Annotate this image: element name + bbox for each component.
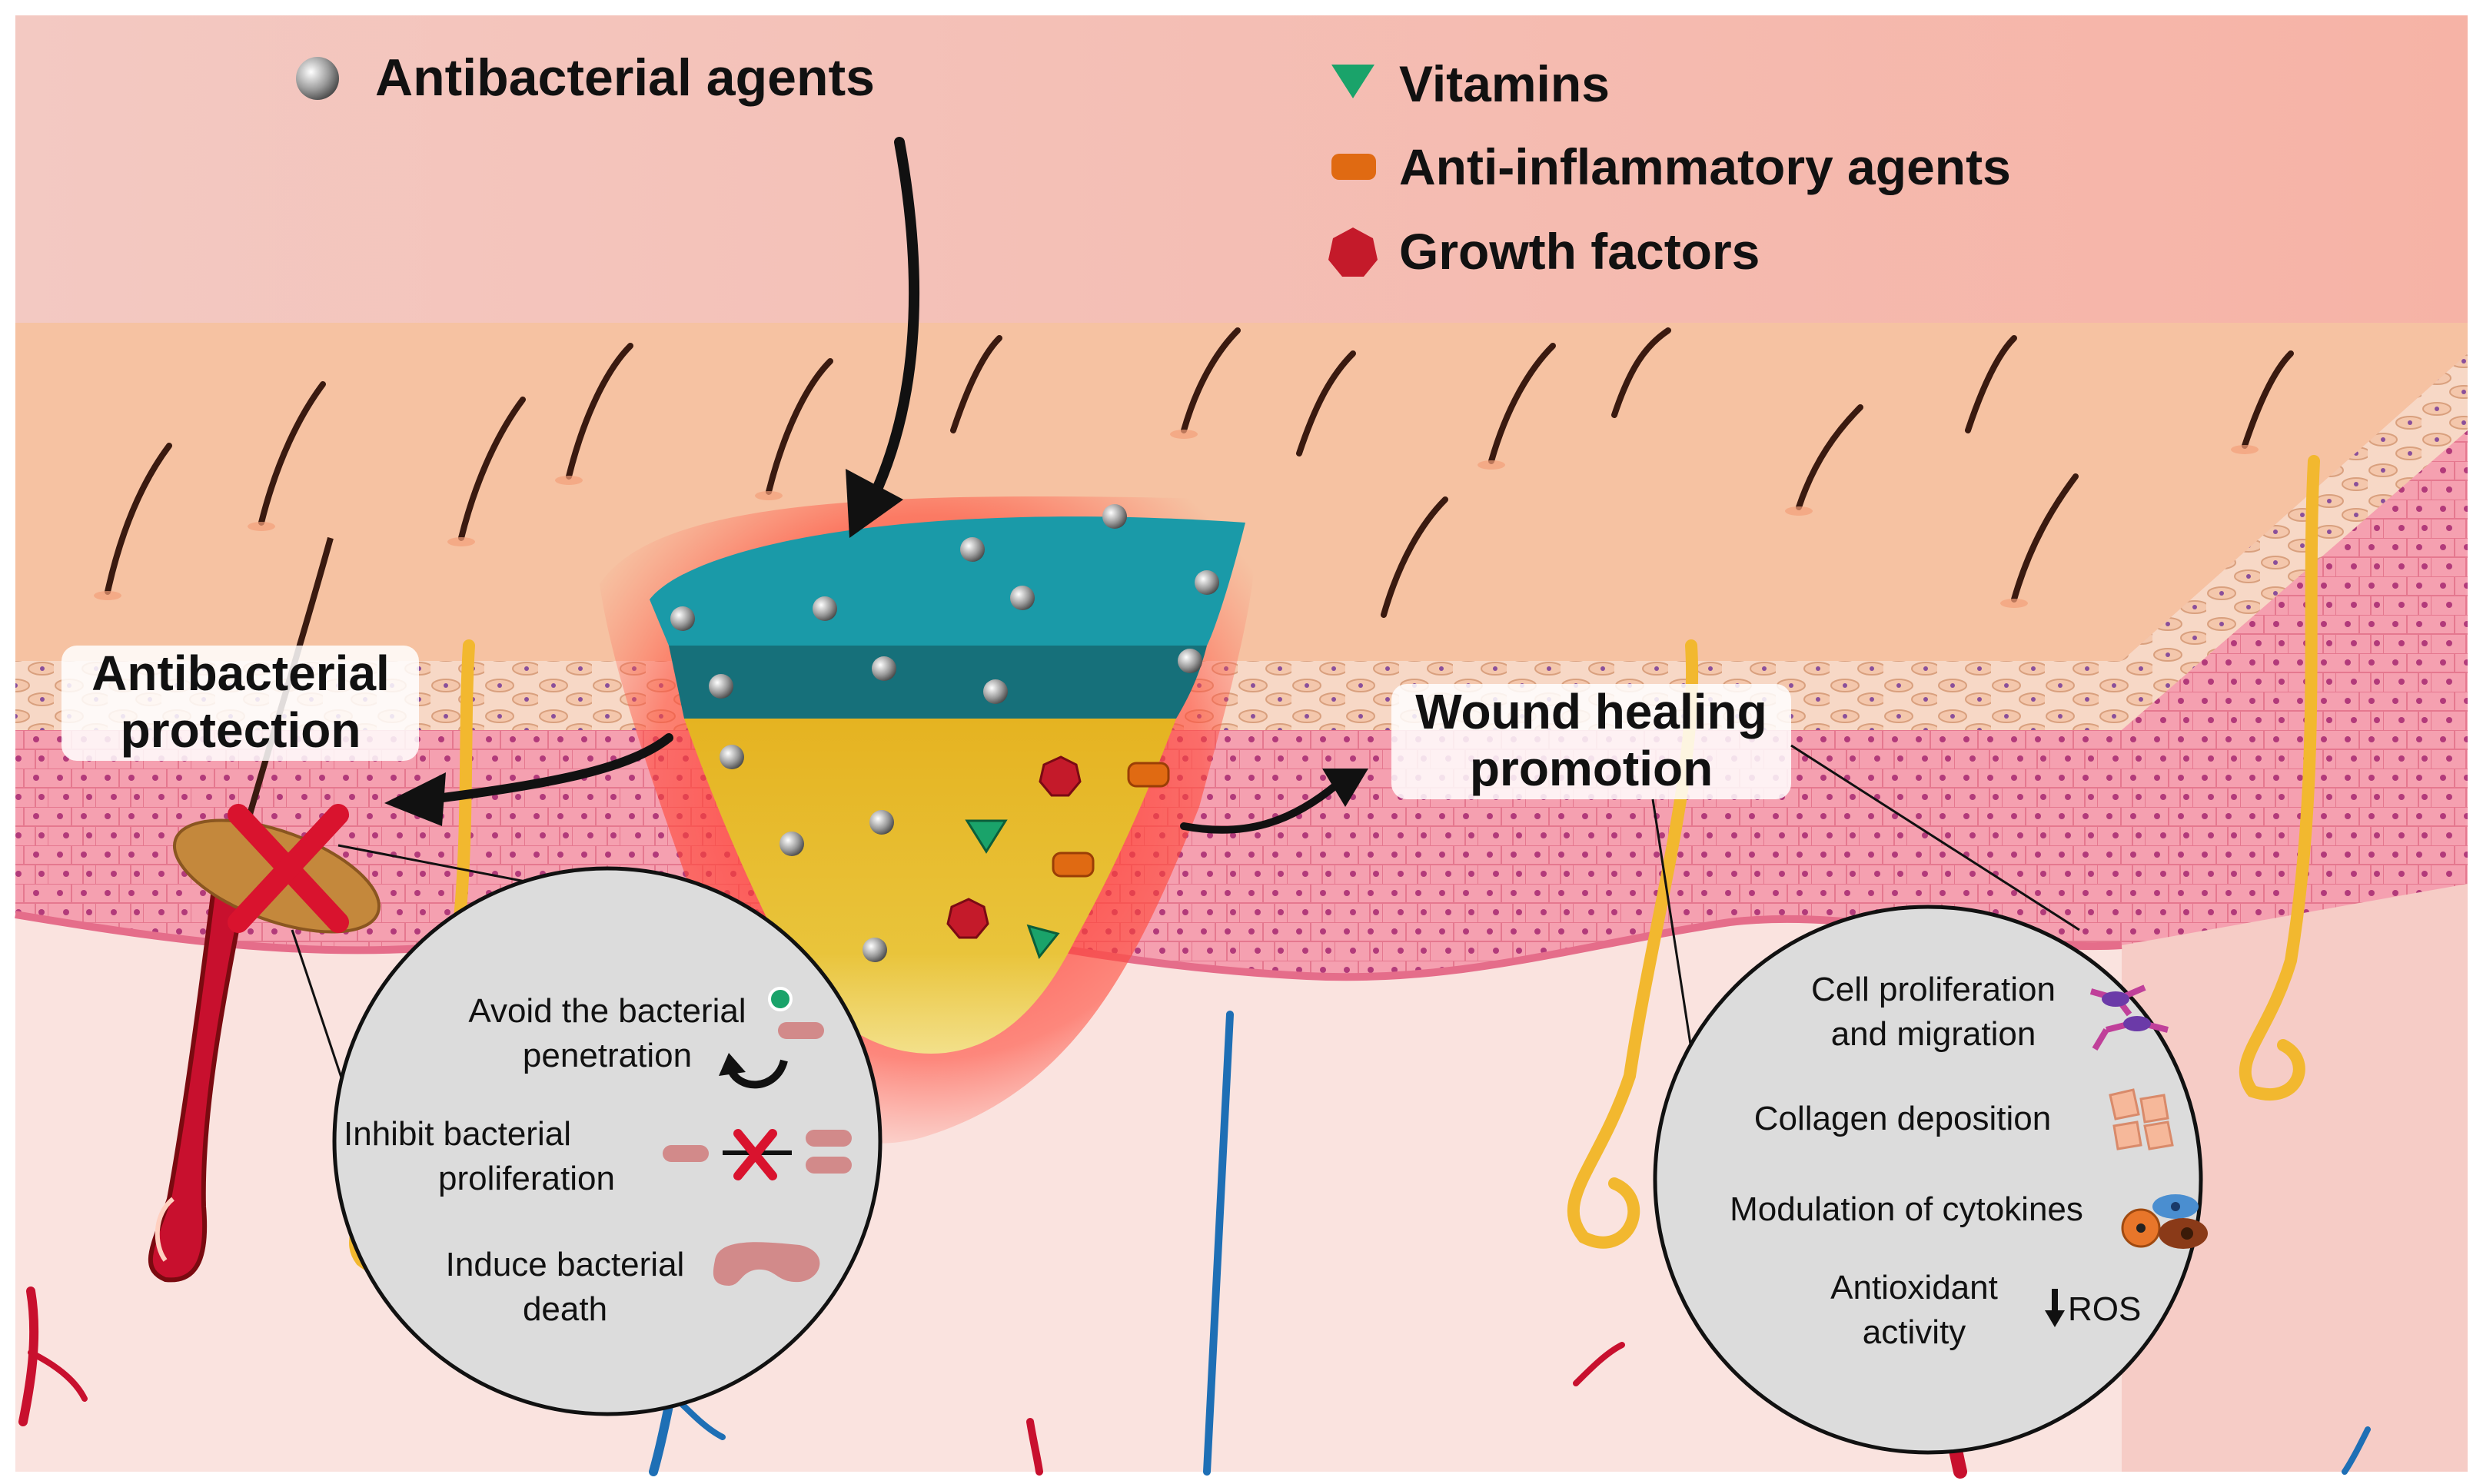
right-arrow [1180, 780, 1341, 834]
vitamin-small-icon [768, 987, 793, 1011]
anti-inflammatory-legend-icon [1331, 154, 1376, 180]
blood-vessels [18, 1011, 2371, 1479]
induce-death-line1: Induce bacterial [446, 1246, 685, 1283]
collagen-deposition-label: Collagen deposition [1754, 1100, 2052, 1137]
deflect-arrowhead [719, 1053, 746, 1076]
hairs [105, 327, 2294, 618]
legend: Antibacterial agents Vitamins Anti-infla… [296, 48, 2011, 280]
cross-mark-icon [228, 804, 349, 933]
vitamin-particles [965, 819, 1060, 960]
anti-inflammatory-particles [1052, 762, 1170, 878]
avoid-penetration-line1: Avoid the bacterial [468, 992, 746, 1030]
antioxidant-line1: Antioxidant [1830, 1269, 1998, 1306]
legend-vitamins-label: Vitamins [1399, 55, 1610, 112]
wound-healing-box [1391, 684, 1791, 799]
antibacterial-protection-line1: Antibacterial [91, 646, 390, 701]
antioxidant-line2: activity [1863, 1313, 1966, 1351]
wound-healing-line2: promotion [1470, 741, 1713, 796]
deflect-arrow-icon [726, 1059, 788, 1089]
cell-proliferation-line2: and migration [1831, 1015, 2036, 1053]
dressing-dark-teal-layer [669, 646, 1207, 719]
legend-antibacterial-label: Antibacterial agents [375, 48, 875, 107]
migrating-cells-icon [2089, 984, 2169, 1051]
left-arrow [426, 733, 673, 804]
bacterium-small-icon [778, 1022, 824, 1039]
bacterium-a-icon [806, 1130, 852, 1147]
induce-death-line2: death [523, 1290, 607, 1328]
antibacterial-legend-icon [296, 57, 339, 100]
growth-factor-particles [946, 755, 1082, 939]
antibacterial-protection-line2: protection [121, 702, 361, 758]
growth-factor-legend-icon [1328, 227, 1378, 277]
stratum-side [2122, 354, 2468, 730]
follicle-bulb [148, 873, 249, 1283]
ruptured-bacterium-icon [713, 1242, 820, 1286]
collagen-icon [2109, 1088, 2174, 1150]
dressing-teal-layer [650, 516, 1245, 646]
cytokines-label: Modulation of cytokines [1730, 1190, 2083, 1228]
hair-follicle-spots [94, 430, 2259, 608]
legend-anti-inflammatory-label: Anti-inflammatory agents [1399, 138, 2011, 195]
avoid-penetration-line2: penetration [523, 1037, 692, 1074]
bacterium-b-icon [806, 1157, 852, 1174]
top-band [15, 15, 2468, 323]
inhibit-proliferation-line2: proliferation [438, 1160, 615, 1197]
antibacterial-particles [670, 504, 1219, 962]
down-arrow-icon [2045, 1289, 2065, 1327]
antibacterial-protection-box [61, 646, 419, 761]
arrows [426, 137, 1341, 834]
inhibit-proliferation-line1: Inhibit bacterial [344, 1115, 571, 1153]
bacterium-divide-icon [663, 1145, 709, 1162]
cell-proliferation-line1: Cell proliferation [1811, 971, 2056, 1008]
wound-healing-line1: Wound healing [1415, 684, 1767, 739]
cytokine-cells-icon [2121, 1194, 2208, 1249]
inhibit-cross-icon [733, 1129, 777, 1180]
ros-label: ROS [2068, 1290, 2141, 1328]
main-down-arrow [863, 137, 920, 513]
antibacterial-detail-circle [332, 866, 883, 1416]
dermis-side [2122, 430, 2468, 945]
legend-growth-factors-label: Growth factors [1399, 223, 1760, 280]
follicle-highlight [155, 1197, 175, 1262]
healing-detail-circle [1653, 905, 2203, 1455]
arrowheads [384, 469, 1368, 826]
vitamin-legend-icon [1331, 65, 1374, 98]
